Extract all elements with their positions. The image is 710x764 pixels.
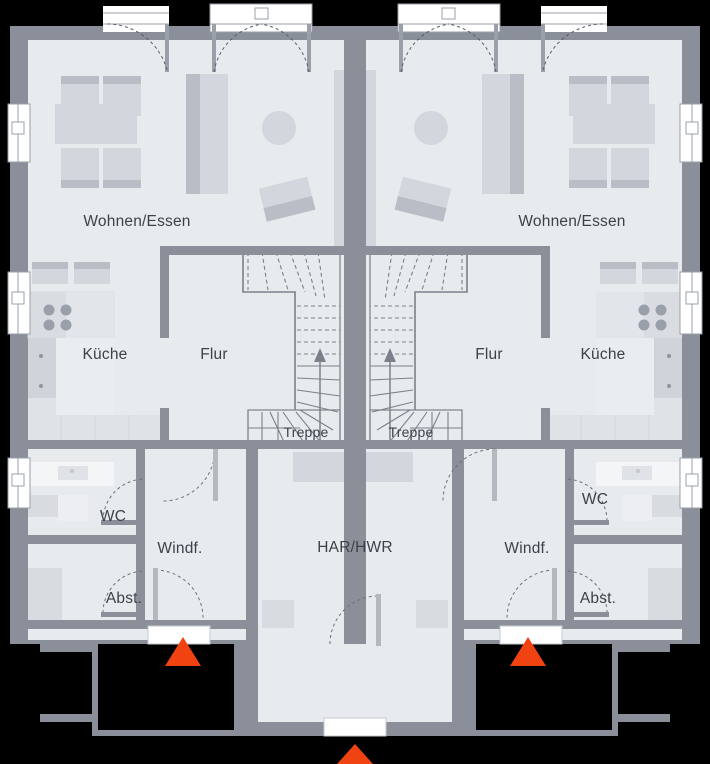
room-label-kueche-right: Küche <box>580 346 626 363</box>
windows <box>7 3 703 737</box>
room-label-flur-left: Flur <box>200 346 228 363</box>
room-label-kueche-left: Küche <box>82 346 128 363</box>
entry-arrow-right <box>510 637 546 666</box>
door-swing-hwr <box>329 595 379 645</box>
room-label-windfang-left: Windf. <box>157 540 203 557</box>
room-label-wohnen-essen-right: Wohnen/Essen <box>518 213 626 230</box>
porch-recess <box>40 644 670 736</box>
door-swing-wc-left <box>102 478 146 522</box>
interior-walls <box>28 26 682 644</box>
fixtures-wc-abst-left <box>28 462 138 622</box>
door-swing-abst-right <box>564 570 608 614</box>
room-label-windfang-right: Windf. <box>504 540 550 557</box>
room-label-har-hwr: HAR/HWR <box>317 539 393 556</box>
kitchen-left <box>27 262 168 443</box>
entry-arrow-left <box>165 637 201 666</box>
room-label-wc-left: WC <box>99 508 127 525</box>
interior-doors <box>101 448 609 646</box>
door-swing-abst-left <box>102 570 146 614</box>
kitchen-right <box>542 262 682 443</box>
room-label-abst-left: Abst. <box>105 590 143 607</box>
room-label-wc-right: WC <box>581 491 609 508</box>
fixtures-wc-abst-right <box>572 462 682 622</box>
room-label-flur-right: Flur <box>475 346 503 363</box>
room-label-treppe-left: Treppe <box>283 424 329 440</box>
room-label-abst-right: Abst. <box>579 590 617 607</box>
room-label-treppe-right: Treppe <box>388 424 434 440</box>
room-label-wohnen-essen-left: Wohnen/Essen <box>83 213 191 230</box>
door-swing-wc-right <box>564 478 608 522</box>
door-swing-entry-left <box>154 569 204 619</box>
door-swing-entry-right <box>506 569 556 619</box>
entry-arrow-center <box>337 744 373 764</box>
porch-wall-edges <box>40 644 670 736</box>
